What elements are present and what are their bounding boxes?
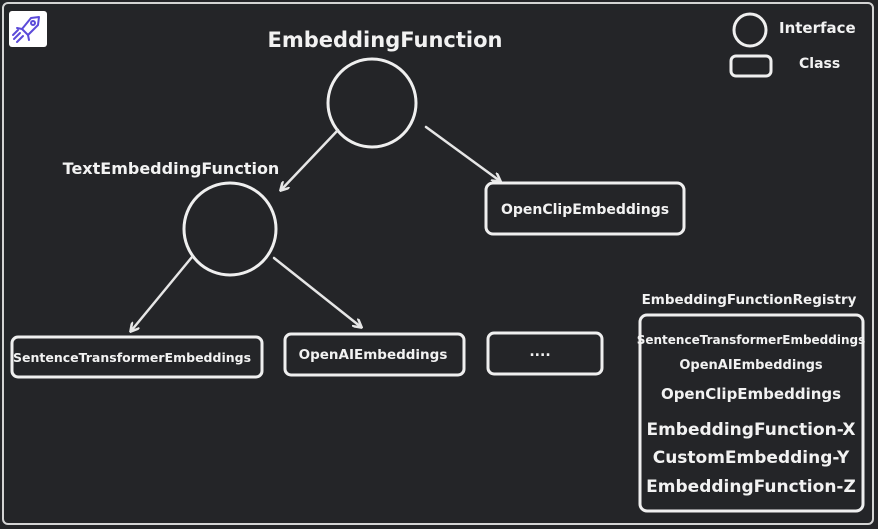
text-interface-circle: [182, 181, 278, 277]
openai-class-box: [283, 332, 466, 377]
rocket-logo-icon: [12, 16, 40, 43]
registry-item: OpenAIEmbeddings: [679, 358, 823, 373]
arrow-text-to-sentence: [131, 255, 194, 331]
openclip-class-box: [484, 181, 686, 236]
registry-box: [638, 313, 865, 513]
registry-title: EmbeddingFunctionRegistry: [642, 292, 857, 308]
openai-class-label: OpenAIEmbeddings: [299, 347, 448, 363]
legend-class-label: Class: [799, 56, 840, 72]
registry-item: EmbeddingFunction-Z: [646, 477, 856, 497]
sentence-transformer-class-label: SentenceTransformerEmbeddings: [13, 350, 251, 365]
registry-item: SentenceTransformerEmbeddings: [637, 333, 866, 347]
legend-interface-circle: [732, 12, 768, 48]
registry-item: OpenClipEmbeddings: [661, 385, 841, 403]
root-interface-label: EmbeddingFunction: [267, 28, 502, 52]
arrow-root-to-openclip: [424, 125, 500, 181]
logo-icon: [9, 11, 47, 47]
text-interface-label: TextEmbeddingFunction: [63, 159, 280, 178]
more-classes-box: [486, 331, 604, 376]
registry-item: EmbeddingFunction-X: [646, 420, 855, 440]
sentence-transformer-class-box: [10, 335, 264, 379]
openclip-class-label: OpenClipEmbeddings: [501, 202, 669, 218]
registry-items: SentenceTransformerEmbeddingsOpenAIEmbed…: [637, 333, 866, 497]
root-interface-circle: [326, 57, 418, 149]
more-classes-label: ....: [529, 344, 550, 360]
arrow-root-to-text: [281, 128, 340, 190]
registry-item: CustomEmbedding-Y: [653, 448, 850, 468]
legend-interface-label: Interface: [779, 19, 856, 37]
legend-class-box: [729, 54, 773, 78]
arrow-text-to-openai: [272, 256, 361, 327]
